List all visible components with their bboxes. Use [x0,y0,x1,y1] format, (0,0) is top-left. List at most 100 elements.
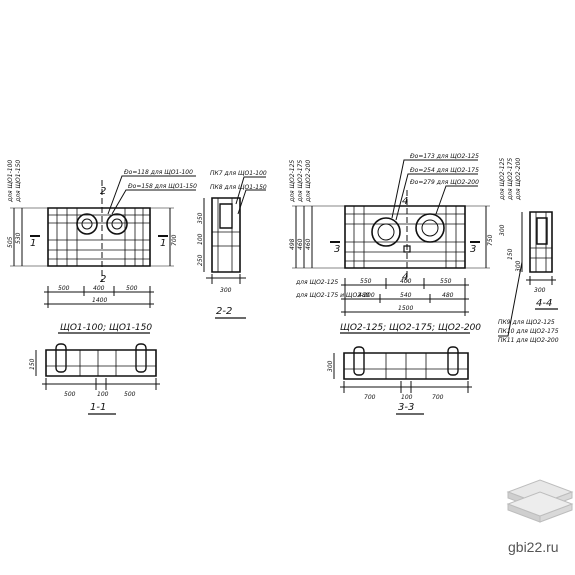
callout-leader [498,262,522,336]
plan-right-outline [345,206,465,268]
elevation-right [334,347,472,414]
opening-circle [372,218,400,246]
opening-circle [77,214,97,234]
dimension-value: 460 [297,238,304,250]
plan-left [10,176,196,333]
section-marker: 1 [30,238,36,249]
dimension-label: для ЩО1-150 [15,160,22,203]
plan-left-title: ЩО1-100; ЩО1-150 [60,323,152,333]
dimension-value: 498 [289,238,296,250]
dimension-value: 400 [93,285,105,292]
dimension-value: 300 [327,360,334,372]
dimension-value: 100 [97,391,109,398]
plan-right [292,160,490,333]
plan-right-title: ЩО2-125; ЩО2-175; ЩО2-200 [340,323,481,333]
section-marker: 2 [100,186,106,197]
lifting-loop [136,344,146,372]
opening-circle [107,214,127,234]
dimension-value: 700 [171,234,178,246]
callout-text: Ðо=173 для ЩО2-125 [410,153,479,160]
opening-circle-inner [422,220,438,236]
dimension-value: 700 [364,394,376,401]
section-title: 4-4 [536,298,552,309]
dimension-value: 1500 [398,305,413,312]
callout-leader [112,190,196,214]
dimension-label: для ЩО2-175 [507,158,514,201]
dimension-value: 250 [197,254,204,266]
dimension-label: для ЩО2-200 [305,160,312,203]
dimension-value: 500 [124,391,136,398]
dimension-value: 700 [432,394,444,401]
elevation-outline [46,350,156,376]
callout-leader [108,176,196,214]
dimension-value: 550 [440,278,452,285]
dimension-value: 300 [499,224,506,236]
dimension-value: 100 [401,394,413,401]
dimension-label: для ЩО2-125 [499,158,506,201]
dimension-value: 480 [358,292,370,299]
rebar-cage [537,218,547,244]
section-outline [530,212,552,272]
section-title: 3-3 [398,402,414,413]
callout-leader [238,190,266,214]
dimension-value: 500 [58,285,70,292]
section-left [204,177,266,318]
section-marker: 2 [100,274,106,285]
dimension-value: 550 [360,278,372,285]
lifting-loop [448,347,458,375]
dimension-value: 500 [126,285,138,292]
callout-text: ПК7 для ЩО1-100 [210,170,267,177]
dimension-value: 150 [507,248,514,260]
lifting-loop [354,347,364,375]
plan-left-rebar-grid [48,208,150,266]
dimension-value: 300 [534,287,546,294]
callout-text: Ðо=254 для ЩО2-175 [410,167,479,174]
dimension-value: 750 [487,234,494,246]
opening-circle [416,214,444,242]
section-right [498,212,558,336]
watermark-site: gbi22.ru [508,539,559,555]
dimension-label: для ЩО1-100 [7,160,14,203]
section-marker: 1 [160,238,166,249]
callout-text: ПК8 для ЩО1-150 [210,184,267,191]
opening-circle-inner [378,224,394,240]
dimension-label: для ЩО2-175 и ЩО2-200 [295,292,375,299]
callout-leader [236,177,266,204]
section-marker: 3 [334,244,340,255]
dimension-value: 480 [442,292,454,299]
section-marker: 3 [470,244,476,255]
plan-left-outline [48,208,150,266]
section-title: 1-1 [90,402,106,413]
note-text: ПК9 для ЩО2-125 [498,319,555,326]
dimension-value: 300 [220,287,232,294]
lifting-loop [56,344,66,372]
section-marker: 4 [402,272,408,283]
dimension-label: для ЩО2-125 [295,279,338,286]
callout-text: Ðо=279 для ЩО2-200 [410,179,479,186]
dimension-value: 100 [197,233,204,245]
dimension-value: 300 [515,260,522,272]
stacked-slabs-icon [506,479,574,523]
dimension-value: 530 [15,232,22,244]
callout-leader [436,186,478,214]
section-marker: 4 [402,196,408,207]
note-text: ПК10 для ЩО2-175 [498,328,559,335]
plan-right-rebar-grid [345,206,465,268]
dimension-value: 505 [7,236,14,248]
dimension-value: 1400 [92,297,107,304]
callout-text: Ðо=118 для ЩО1-100 [124,169,193,176]
opening-circle-inner [112,219,122,229]
dimension-label: для ЩО2-175 [297,160,304,203]
dimension-label: для ЩО2-125 [289,160,296,203]
callout-leader [392,160,478,218]
section-title: 2-2 [216,306,232,317]
callout-text: Ðо=158 для ЩО1-150 [128,183,197,190]
dimension-value: 150 [29,358,36,370]
opening-circle-inner [82,219,92,229]
dimension-value: 350 [197,212,204,224]
note-text: ПК11 для ЩО2-200 [498,337,559,344]
dimension-value: 400 [400,278,412,285]
callout-leader [396,174,478,220]
dimension-value: 500 [64,391,76,398]
dimension-value: 460 [305,238,312,250]
